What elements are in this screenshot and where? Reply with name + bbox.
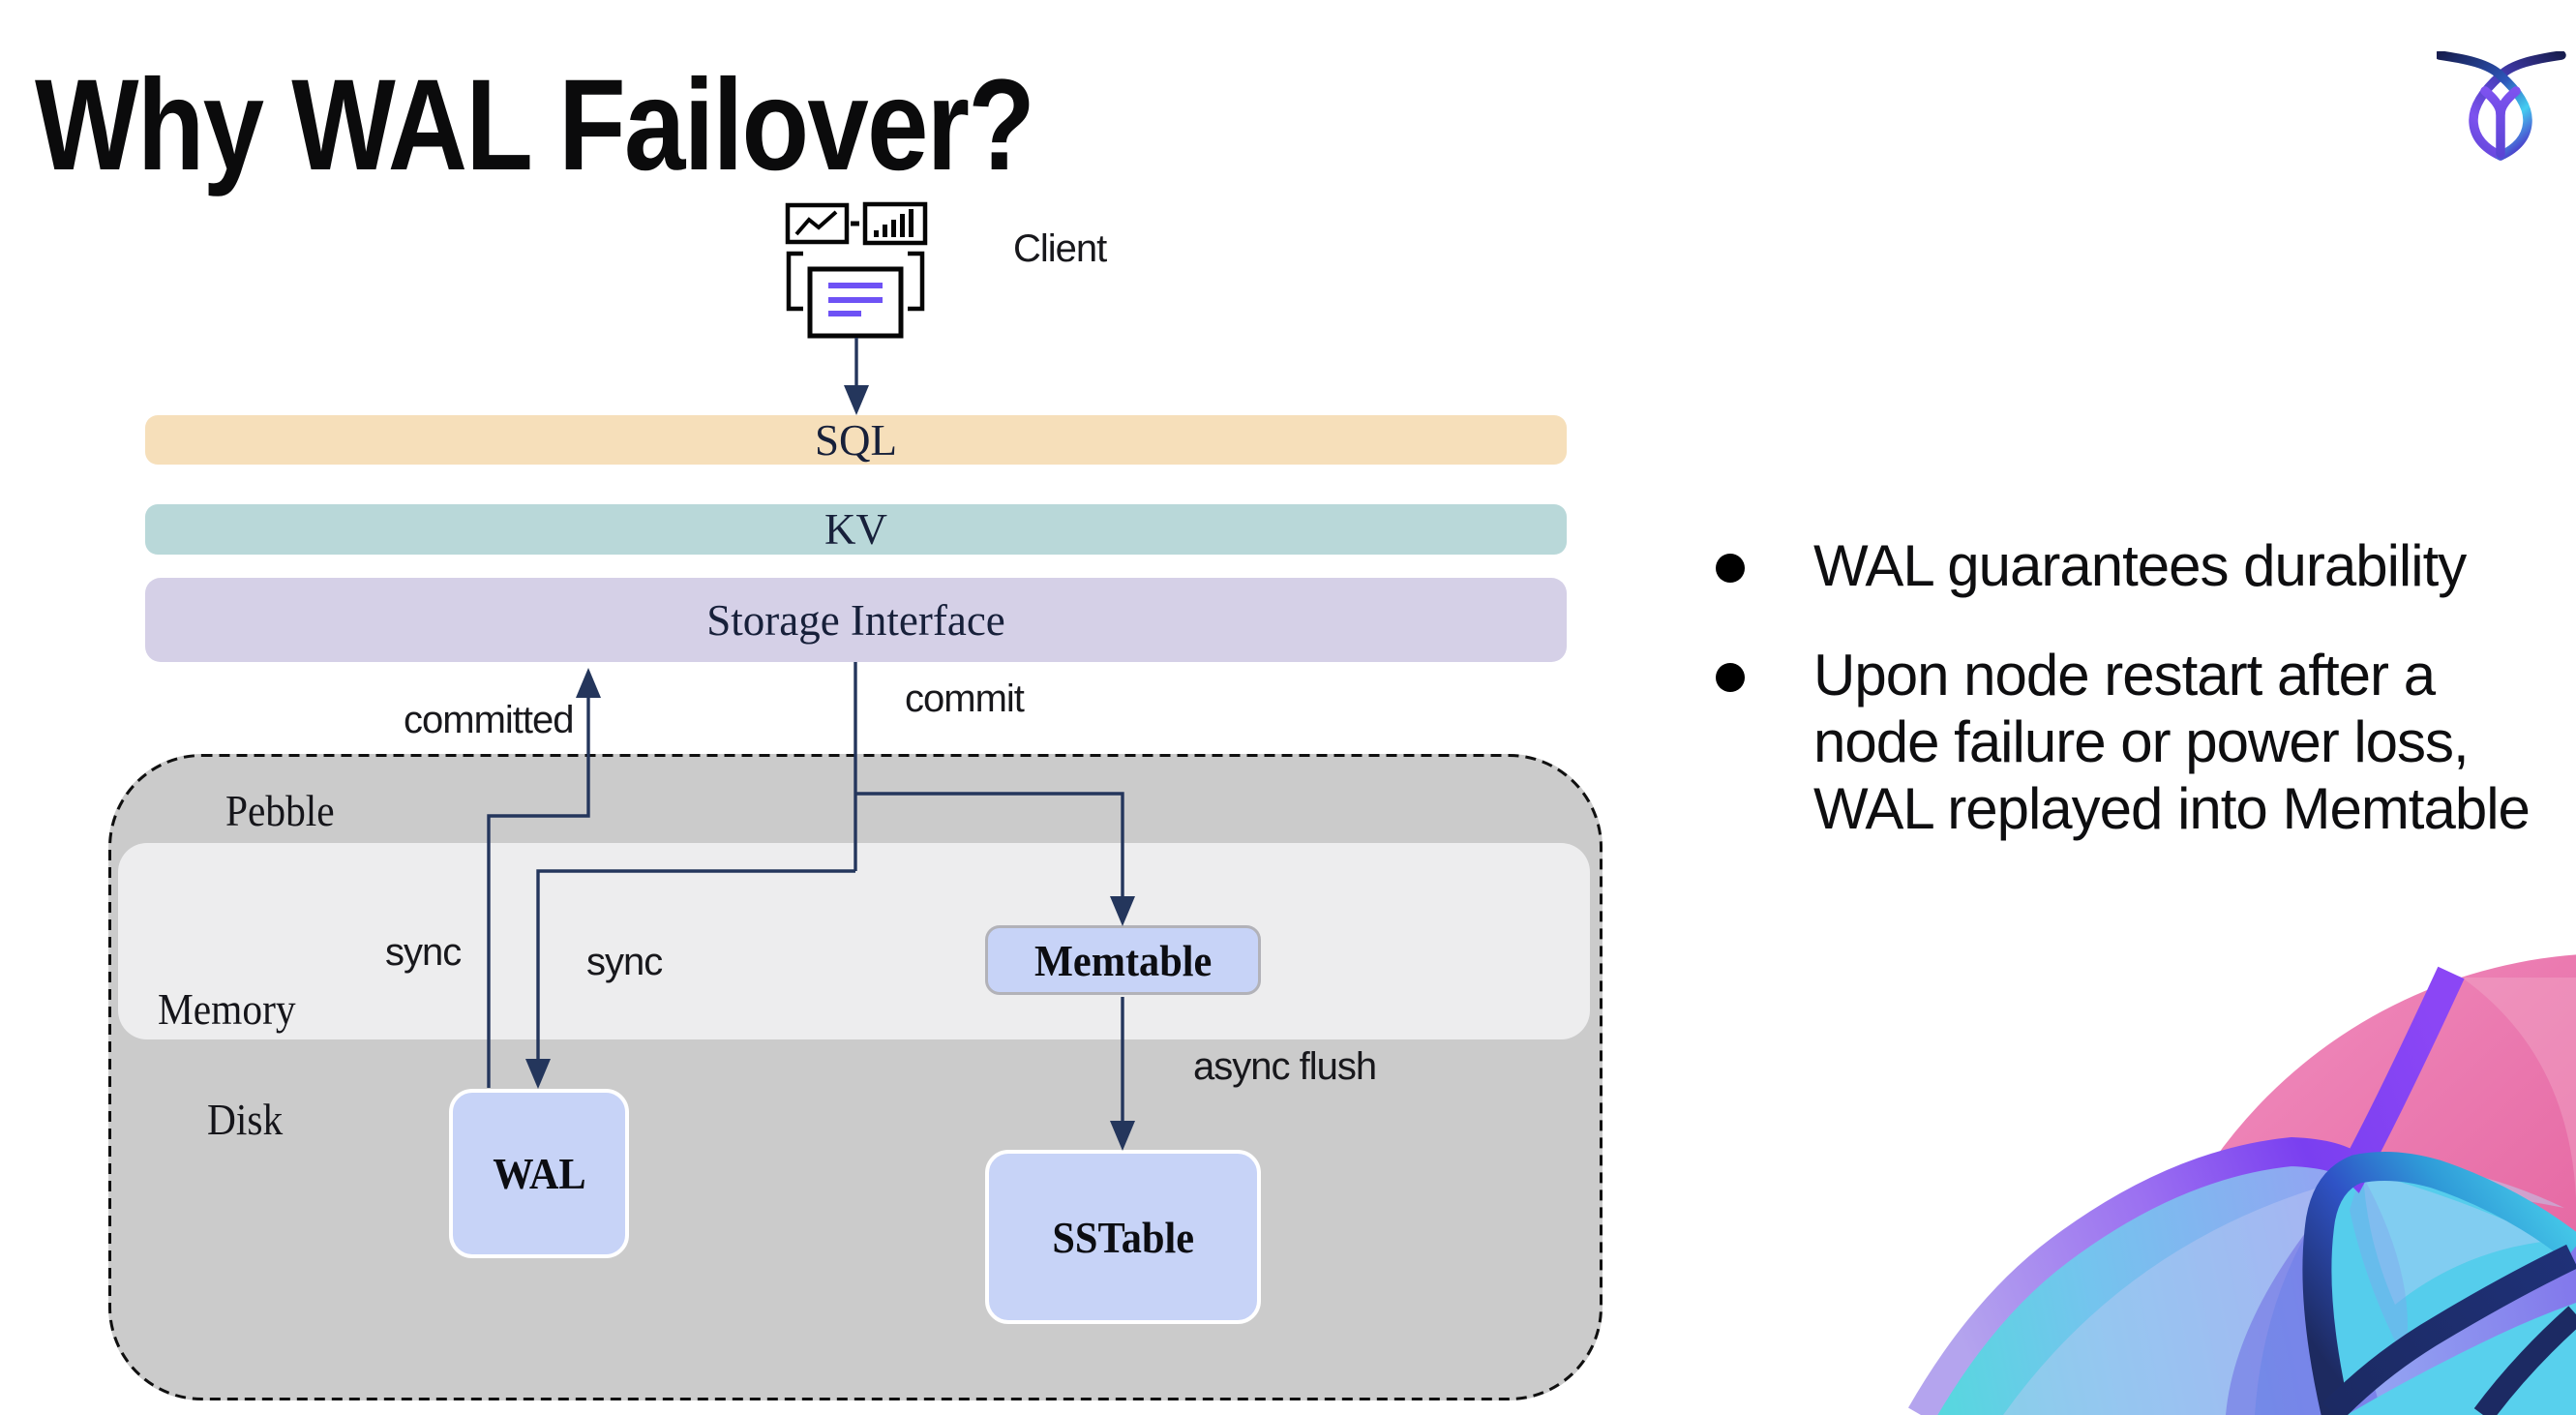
layer-bar-storage-interface-label: Storage Interface [706, 595, 1005, 645]
memtable-node: Memtable [985, 925, 1261, 995]
line-chart-icon [785, 202, 850, 245]
wal-node-label: WAL [492, 1149, 586, 1198]
layer-bar-storage-interface: Storage Interface [145, 578, 1567, 662]
bullet-item-1: WAL guarantees durability [1716, 532, 2576, 599]
layer-bar-kv: KV [145, 504, 1567, 555]
bullet-2-line-2: node failure or power loss, [1813, 709, 2470, 774]
memtable-node-label: Memtable [1033, 935, 1213, 985]
bullet-text-1: WAL guarantees durability [1813, 532, 2467, 599]
bullet-dot-icon [1716, 554, 1745, 583]
client-icon [785, 201, 928, 339]
commit-flow-label: commit [905, 677, 1025, 720]
wal-node: WAL [449, 1089, 629, 1258]
layer-bar-sql: SQL [145, 415, 1567, 465]
artwork-navy-curve [2322, 1244, 2576, 1415]
bracket-right-icon [908, 251, 925, 312]
artwork-navy-corner-curve [2473, 1306, 2576, 1415]
artwork-leaf-petal-2 [2350, 1173, 2408, 1360]
artwork-pink-highlight [2462, 978, 2576, 1239]
layer-bar-sql-label: SQL [814, 415, 897, 465]
layer-bar-kv-label: KV [824, 505, 887, 554]
arrowhead-memtable [1110, 896, 1135, 926]
client-label: Client [1013, 227, 1107, 270]
artwork-blue-band [2302, 1151, 2576, 1415]
bullet-list: WAL guarantees durability Upon node rest… [1716, 532, 2576, 842]
document-icon [807, 266, 904, 339]
bar-chart-bars [874, 209, 914, 237]
arrowhead-sql [844, 385, 869, 415]
line-chart-zigzag [794, 210, 838, 236]
arrowhead-wal [525, 1059, 551, 1089]
bullet-item-2: Upon node restart after a node failure o… [1716, 642, 2576, 842]
bullet-2-line-1: Upon node restart after a [1813, 643, 2436, 708]
bullet-dot-icon [1716, 663, 1745, 692]
arrowhead-committed [576, 668, 601, 698]
committed-flow-label: committed [404, 699, 574, 741]
artwork-purple-band [1907, 966, 2465, 1415]
arrow-commit-to-memtable [855, 792, 1124, 897]
memory-band [118, 843, 1590, 1039]
document-text-lines [828, 283, 883, 316]
slide-title: Why WAL Failover? [35, 53, 1035, 197]
sync-right-flow-label: sync [586, 941, 663, 983]
arrow-sync-to-wal [536, 869, 855, 1061]
pebble-label: Pebble [225, 786, 335, 835]
arrowhead-sstable [1110, 1121, 1135, 1151]
artwork-blue-petal-light [2003, 1181, 2342, 1415]
async-flush-flow-label: async flush [1193, 1045, 1377, 1088]
artwork-leaf-petal-1 [2363, 1171, 2550, 1305]
bullet-1-line-1: WAL guarantees durability [1813, 533, 2467, 598]
memory-label: Memory [158, 984, 296, 1034]
bar-chart-icon [862, 201, 928, 246]
cockroachdb-logo-icon [2437, 51, 2566, 161]
bullet-text-2: Upon node restart after a node failure o… [1813, 642, 2531, 842]
bullet-2-line-3: WAL replayed into Memtable [1813, 776, 2531, 841]
bracket-left-icon [786, 251, 803, 312]
brand-artwork [1907, 954, 2576, 1415]
arrow-committed [487, 695, 590, 1088]
sstable-node-label: SSTable [1052, 1212, 1194, 1262]
sync-left-flow-label: sync [385, 931, 462, 974]
sstable-node: SSTable [985, 1150, 1261, 1324]
disk-label: Disk [207, 1095, 284, 1144]
